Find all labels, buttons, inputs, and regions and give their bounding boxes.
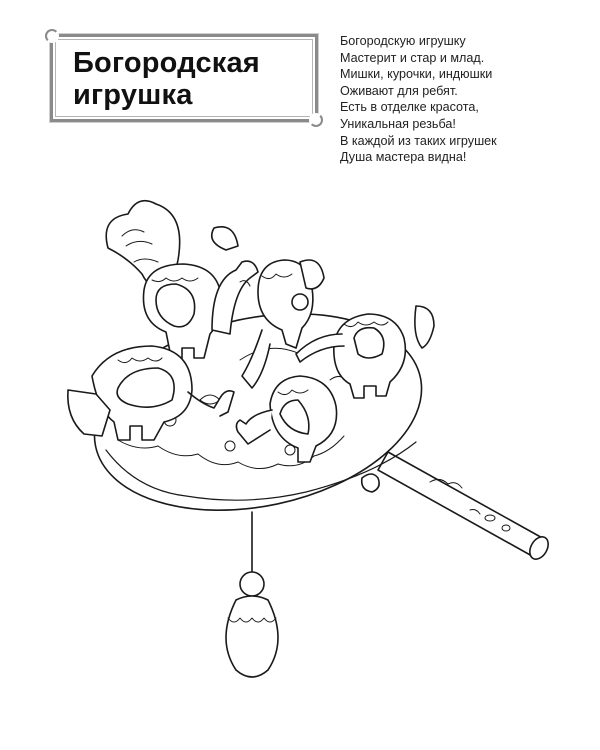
rooster-figure-left xyxy=(105,199,222,363)
poem-line: Мастерит и стар и млад. xyxy=(340,50,485,65)
bird-figure-center-top xyxy=(241,259,325,389)
poem-line: В каждой из таких игрушек xyxy=(340,133,497,148)
poem-line: Оживают для ребят. xyxy=(340,83,458,98)
pendulum-weight xyxy=(225,511,279,678)
bird-figure-center-front xyxy=(235,375,338,463)
poem-line: Богородскую игрушку xyxy=(340,34,466,48)
page-title: Богородская игрушка xyxy=(73,47,260,111)
rooster-neck-left xyxy=(210,226,259,335)
poem-line: Уникальная резьба! xyxy=(340,116,456,131)
bird-figure-right xyxy=(295,305,435,399)
title-line-1: Богородская xyxy=(73,47,260,79)
title-line-2: игрушка xyxy=(73,79,193,111)
bird-figure-left-front xyxy=(67,345,235,441)
title-frame: Богородская игрушка xyxy=(45,29,323,127)
poem-line: Душа мастера видна! xyxy=(340,150,467,165)
poem-line: Есть в отделке красота, xyxy=(340,100,479,115)
poem: Богородскую игрушку Мастерит и стар и мл… xyxy=(340,33,497,166)
poem-line: Мишки, курочки, индюшки xyxy=(340,67,493,82)
handle xyxy=(377,451,549,560)
